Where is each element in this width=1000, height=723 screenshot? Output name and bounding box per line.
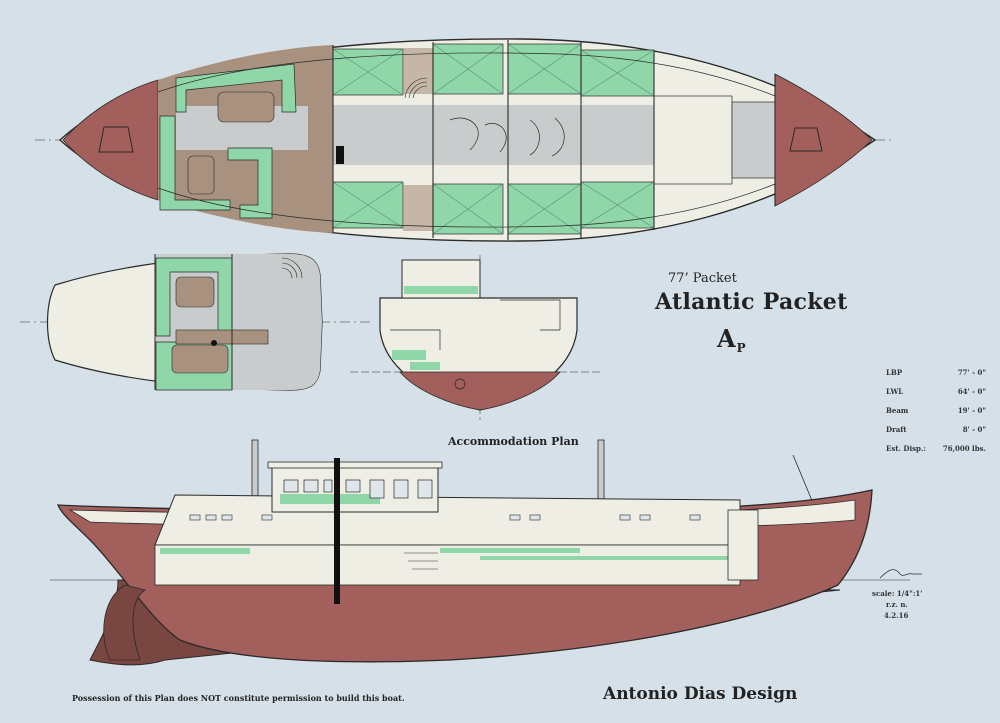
deck-inner-line-stbd: [157, 183, 776, 228]
spec-row: Est. Disp.: 76,000 lbs.: [886, 444, 986, 463]
side-strip-stbd: [403, 185, 433, 231]
cabin-berths: [449, 117, 565, 157]
side-strip-port: [403, 48, 433, 94]
trunk-portlights: [189, 514, 701, 521]
midship-section: [350, 255, 600, 420]
section-underbody: [399, 371, 561, 411]
hatch-crosses: [332, 43, 655, 235]
chain-locker-outline: [789, 127, 823, 152]
plan-subtitle: 77’ Packet: [668, 271, 737, 286]
lazarette-outline: [98, 126, 134, 153]
section-green-sole: [410, 362, 440, 370]
spec-value: 19' - 0": [957, 406, 986, 415]
cabin-trunk: [154, 494, 741, 546]
scale-note: scale: 1/4":1' r.z. n. 4.2.16: [872, 588, 922, 621]
detail-stairs: [281, 257, 303, 279]
accommodation-plan-label: Accommodation Plan: [448, 435, 579, 448]
section-green-bench: [392, 350, 426, 360]
designer-signature: [879, 569, 922, 579]
spec-table: LBP 77' - 0" LWL 64' - 0" Beam 19' - 0" Dra…: [886, 368, 986, 463]
spec-row: Draft 8' - 0": [886, 425, 986, 444]
scale-date: 4.2.16: [884, 611, 909, 620]
spec-row: LBP 77' - 0": [886, 368, 986, 387]
deckhouse-windows: [283, 479, 433, 499]
aft-seat-a: [187, 155, 215, 195]
top-plan-bow-block: [774, 73, 873, 207]
plan-title: Atlantic Packet: [655, 289, 848, 315]
scale-text: scale: 1/4":1': [872, 589, 923, 598]
cargo-holds-stbd: [332, 181, 655, 235]
stovepipe: [334, 458, 340, 604]
scale-initials: r.z. n.: [886, 600, 908, 609]
designer-credit: Antonio Dias Design: [603, 684, 798, 704]
spec-row: Beam 19' - 0": [886, 406, 986, 425]
aft-berth-top: [175, 63, 297, 113]
aft-berth-right: [227, 147, 273, 219]
spec-name: LWL: [886, 387, 904, 396]
detail-table: [175, 329, 269, 345]
top-plan-view: [35, 38, 895, 242]
rudder: [103, 584, 146, 661]
copyright-notice: Possession of this Plan does NOT constit…: [72, 693, 405, 703]
companionway-stairs: [404, 77, 428, 99]
top-plan-stern-block: [62, 79, 159, 201]
detail-seat-a: [175, 276, 215, 308]
spec-value: 77' - 0": [957, 368, 986, 377]
deckhouse-green-band: [280, 494, 380, 504]
profile-view: [50, 439, 922, 666]
forepeak: [731, 101, 776, 179]
section-green-strip: [404, 286, 478, 294]
fore-cabin: [727, 509, 759, 581]
aft-berth-u: [159, 115, 231, 211]
section-interior-lines: [390, 299, 561, 350]
spec-value: 76,000 lbs.: [942, 444, 986, 453]
spec-row: LWL 64' - 0": [886, 387, 986, 406]
interior-green-shelves: [160, 548, 730, 560]
forward-hold: [653, 95, 733, 185]
detail-seat-b: [171, 344, 229, 374]
spec-name: Draft: [886, 425, 907, 434]
design-monogram: AP: [717, 324, 746, 355]
spec-name: Est. Disp.:: [886, 444, 926, 453]
spec-value: 64' - 0": [957, 387, 986, 396]
monogram-sub: P: [736, 341, 746, 355]
stove-block: [336, 146, 344, 164]
spec-name: Beam: [886, 406, 909, 415]
spec-name: LBP: [886, 368, 903, 377]
detail-table-post: [211, 340, 217, 346]
deckhouse-roof: [267, 461, 443, 469]
deck-inner-line: [157, 52, 776, 97]
aft-cabin-detail: [20, 253, 372, 391]
cargo-holds-port: [332, 43, 655, 97]
aft-seat-b: [217, 91, 275, 123]
monogram-main: A: [717, 324, 736, 353]
spec-value: 8' - 0": [962, 425, 986, 434]
profile-stairs: [400, 544, 438, 570]
section-porthole: [454, 378, 466, 390]
